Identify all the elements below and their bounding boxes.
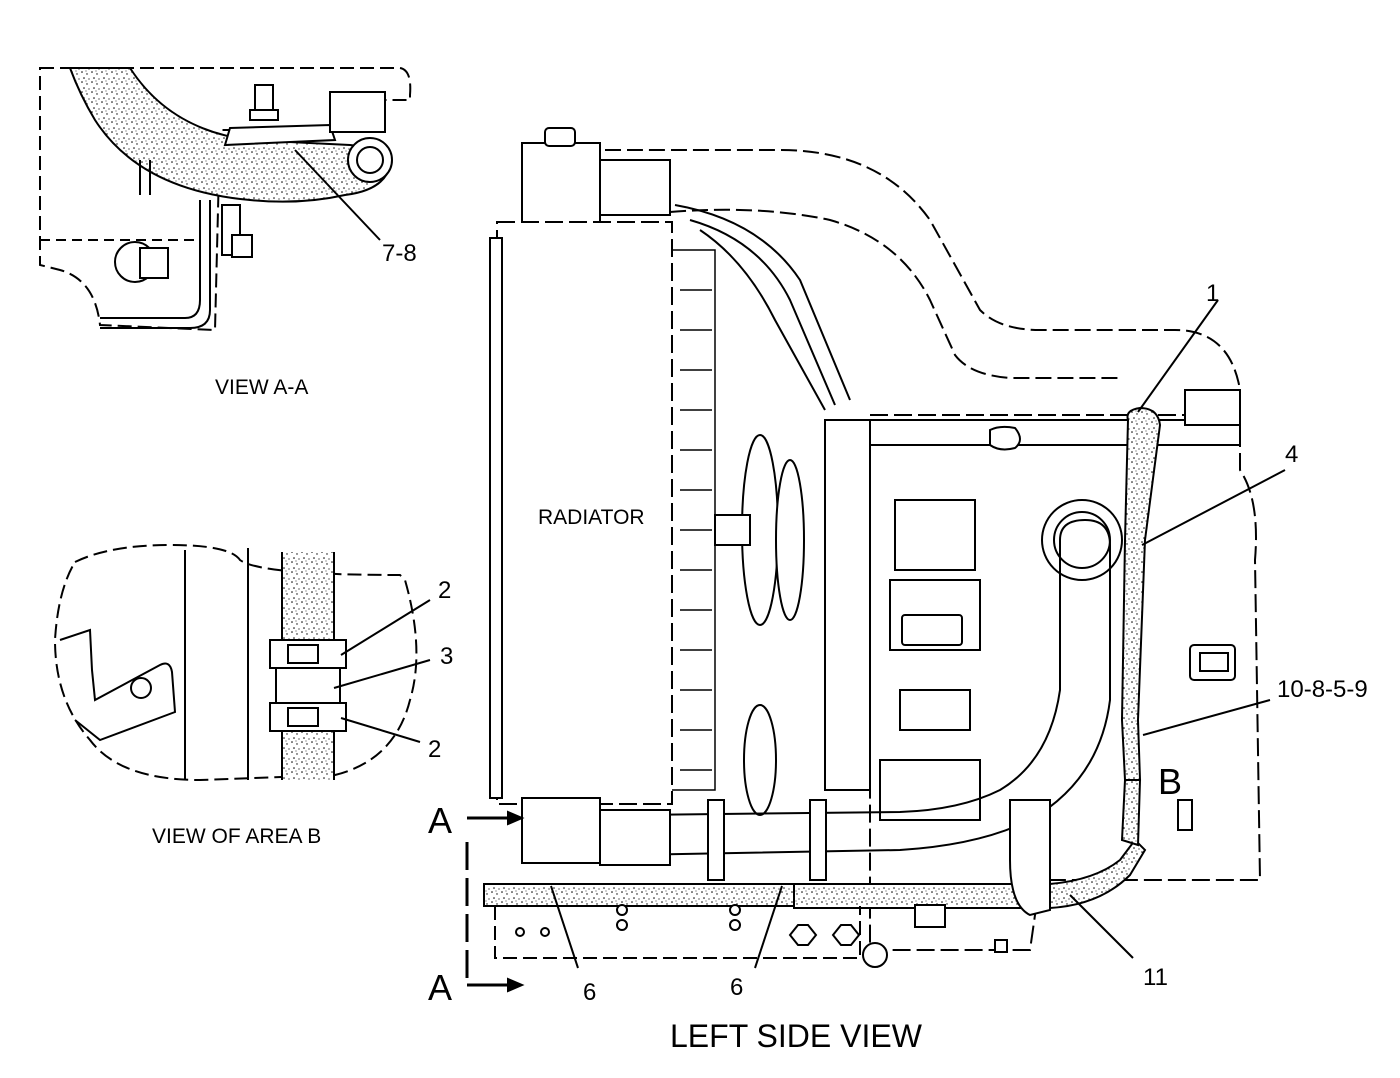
callout-6-left: 6 (583, 979, 596, 1006)
callout-4: 4 (1285, 441, 1298, 468)
section-mark-a-bottom: A (428, 967, 452, 1008)
view-area-b-inset (53, 543, 431, 782)
area-mark-b: B (1158, 761, 1182, 802)
callout-2-lower: 2 (428, 736, 441, 763)
left-side-view (465, 127, 1286, 993)
view-a-a-inset (39, 67, 412, 332)
main-view-title: LEFT SIDE VIEW (670, 1018, 923, 1054)
section-mark-a-top: A (428, 800, 452, 841)
callout-6-right: 6 (730, 974, 743, 1001)
view-a-a-title: VIEW A-A (215, 376, 308, 399)
view-area-b-title: VIEW OF AREA B (152, 825, 321, 848)
callout-11: 11 (1143, 964, 1168, 991)
callout-3: 3 (440, 643, 453, 670)
callout-2-upper: 2 (438, 577, 451, 604)
radiator-label: RADIATOR (538, 506, 645, 529)
callout-7-8: 7-8 (382, 240, 417, 267)
callout-10-8-5-9: 10-8-5-9 (1277, 676, 1368, 703)
callout-1: 1 (1206, 280, 1219, 307)
